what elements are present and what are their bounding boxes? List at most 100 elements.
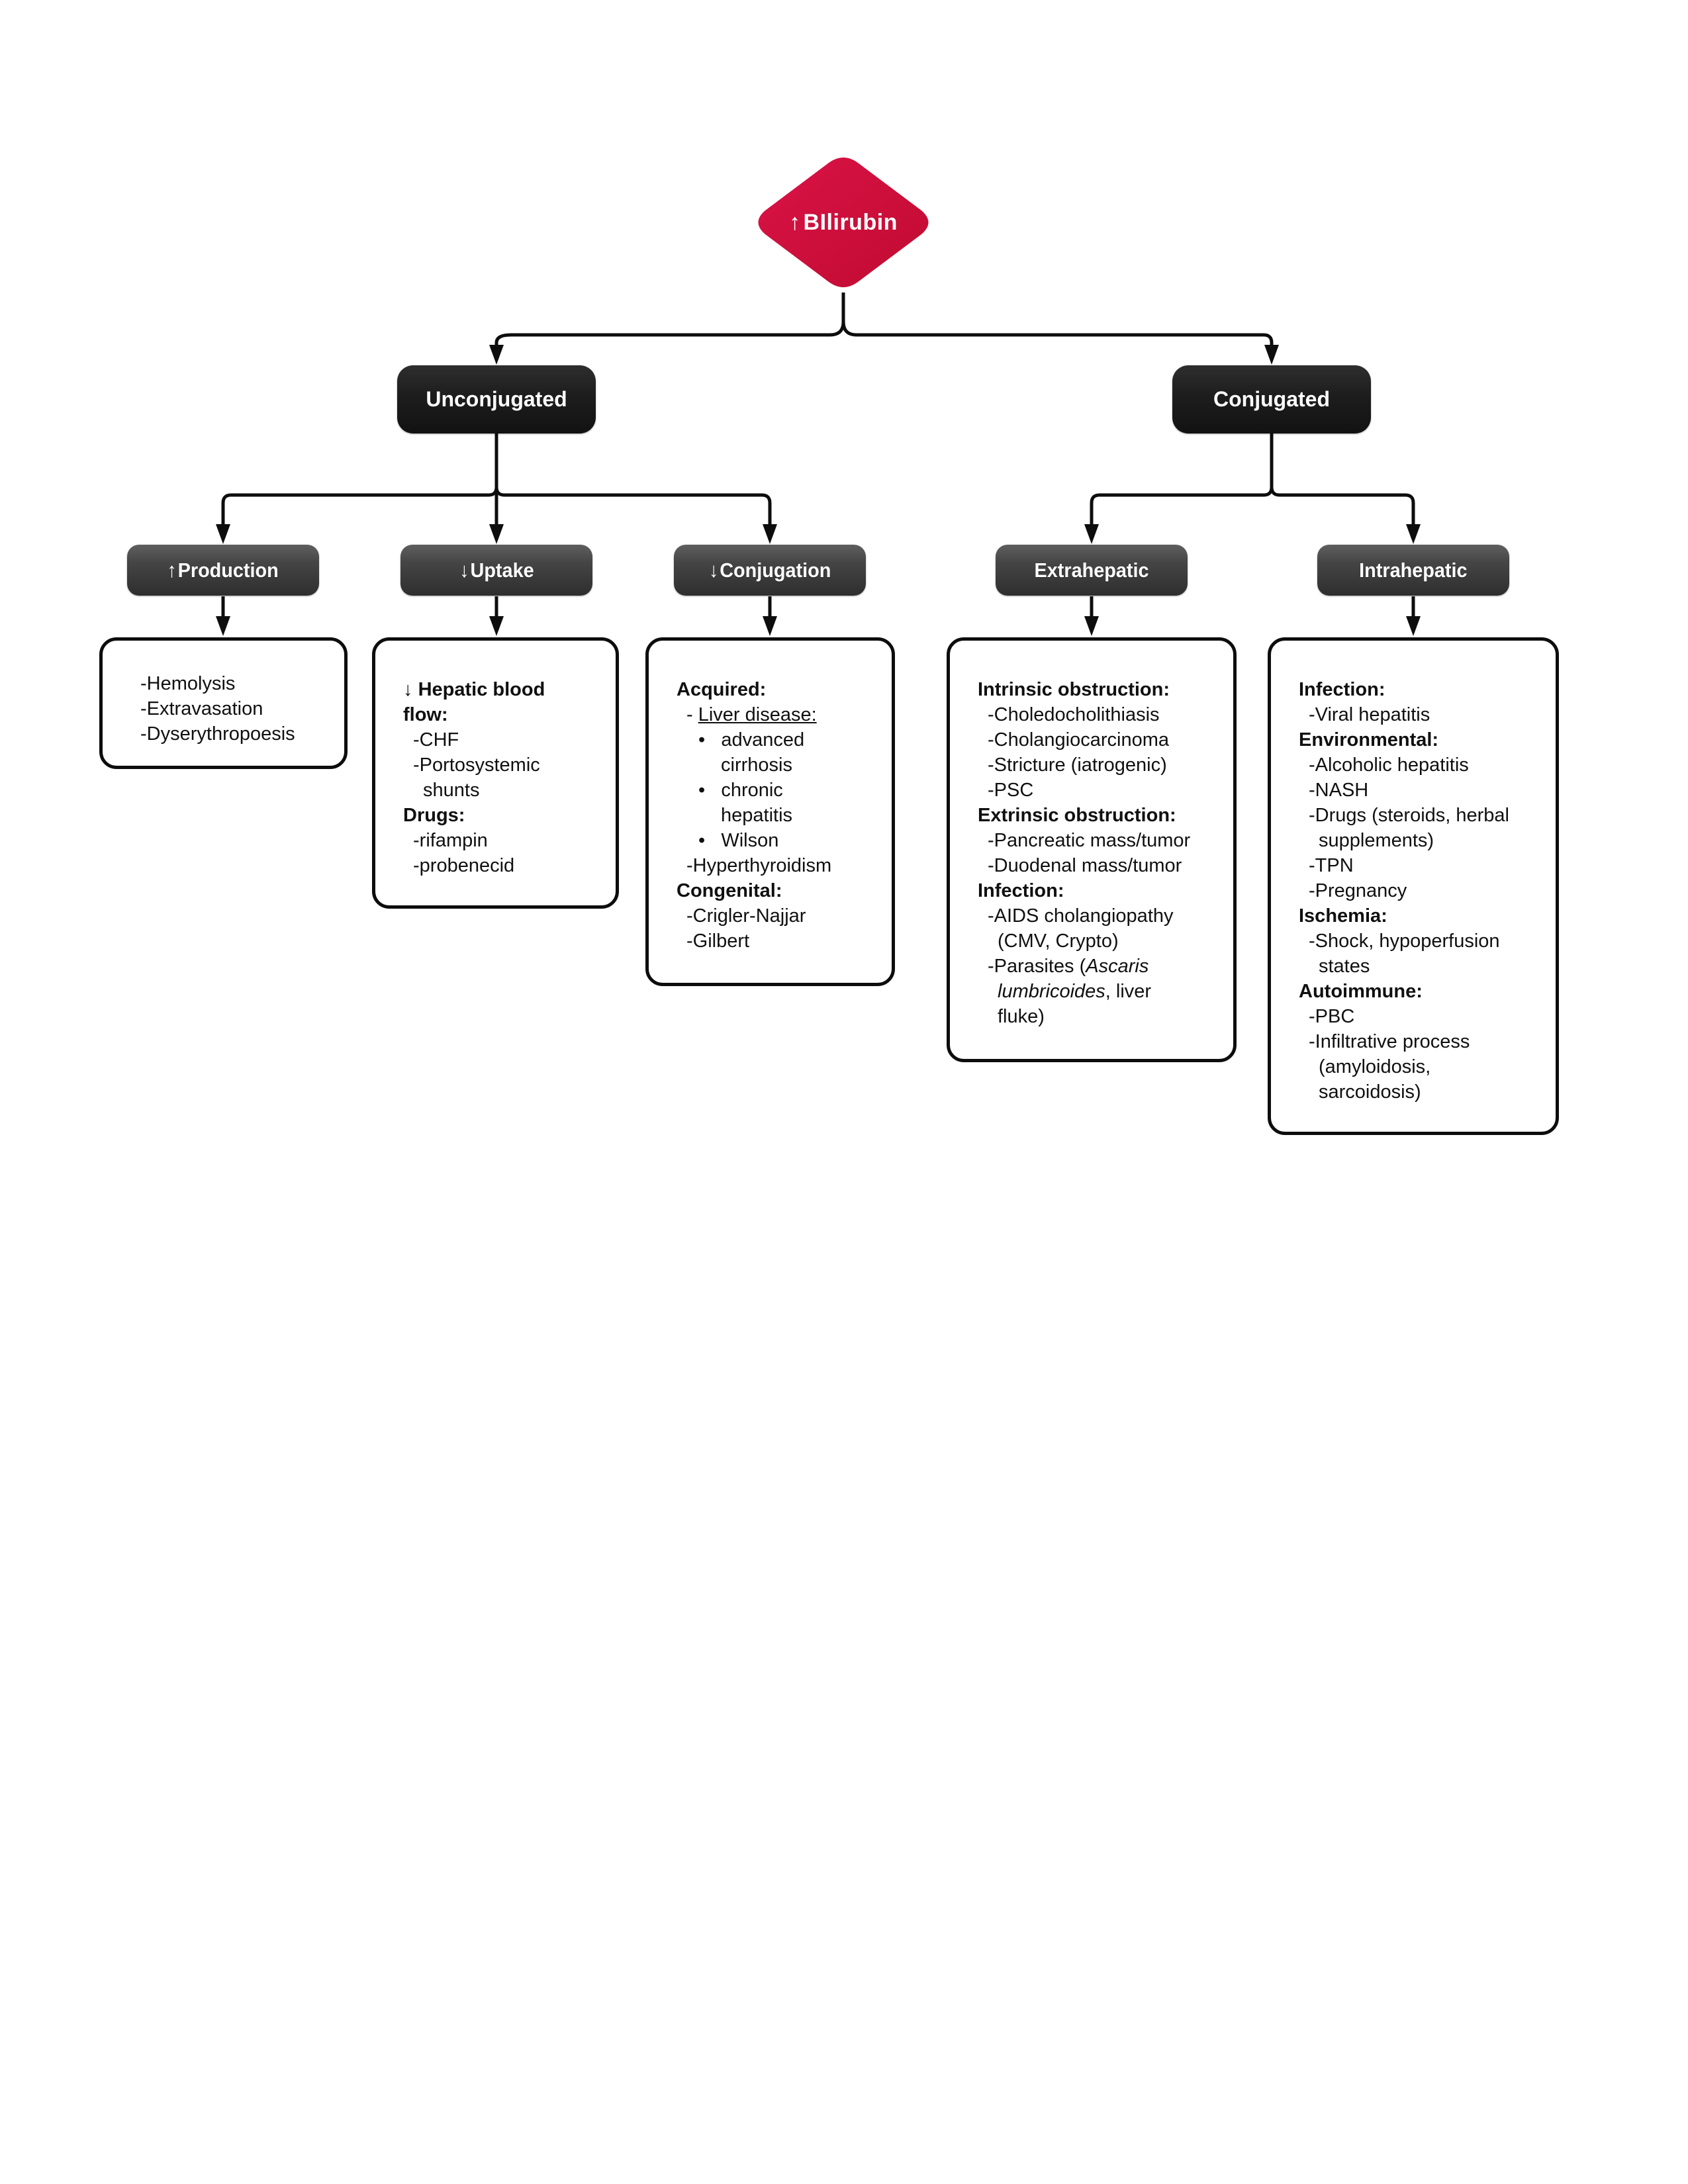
text-segment: -Dyserythropoesis [140, 723, 295, 745]
text-line: -Choledocholithiasis [978, 702, 1221, 727]
text-segment: -Drugs (steroids, herbal [1309, 805, 1509, 826]
text-line: Intrinsic obstruction: [978, 677, 1221, 702]
bilirubin-diamond-shape [758, 158, 929, 287]
text-segment: shunts [423, 780, 480, 801]
text-line: states [1299, 954, 1544, 979]
text-segment: Intrinsic obstruction: [978, 679, 1170, 700]
text-segment: -PBC [1309, 1006, 1355, 1027]
leaf-production-causes: -Hemolysis-Extravasation-Dyserythropoesi… [99, 637, 348, 769]
text-line: -Stricture (iatrogenic) [978, 752, 1221, 778]
text-line: - Liver disease: [677, 702, 880, 727]
leaf-extrahepatic-causes: Intrinsic obstruction: -Choledocholithias… [947, 637, 1237, 1062]
text-line: -Viral hepatitis [1299, 702, 1544, 727]
text-segment: • Wilson [698, 830, 779, 851]
text-segment: (CMV, Crypto) [998, 931, 1119, 952]
text-line: (amyloidosis, [1299, 1054, 1544, 1079]
text-segment: flow: [403, 704, 448, 725]
text-segment: -CHF [413, 729, 459, 751]
text-segment: -Shock, hypoperfusion [1309, 931, 1500, 952]
down-arrow-icon: ↓ [708, 558, 719, 582]
node-unconjugated: Unconjugated [397, 365, 596, 433]
text-segment: ↓ [403, 679, 418, 700]
text-line: -Drugs (steroids, herbal [1299, 803, 1544, 828]
text-segment: -TPN [1309, 855, 1354, 876]
text-line: hepatitis [677, 803, 880, 828]
text-line: Extrinsic obstruction: [978, 803, 1221, 828]
text-line: Acquired: [677, 677, 880, 702]
text-segment: lumbricoides [998, 981, 1105, 1002]
node-uptake: ↓Uptake [400, 545, 592, 596]
text-line: -NASH [1299, 778, 1544, 803]
text-segment: • chronic [698, 780, 783, 801]
text-line: -Hemolysis [130, 671, 332, 696]
text-segment: -Pancreatic mass/tumor [988, 830, 1191, 851]
node-unconjugated-label: Unconjugated [426, 387, 567, 411]
down-arrow-icon: ↓ [459, 558, 469, 582]
text-line: ↓ Hepatic blood [403, 677, 604, 702]
text-line: -AIDS cholangiopathy [978, 903, 1221, 929]
text-line: -PBC [1299, 1004, 1544, 1029]
text-line: shunts [403, 778, 604, 803]
root-node-label: BIlirubin [803, 209, 898, 235]
text-line: -Shock, hypoperfusion [1299, 929, 1544, 954]
text-segment: -Pregnancy [1309, 880, 1407, 901]
text-line: -Parasites (Ascaris [978, 954, 1221, 979]
text-segment: -Choledocholithiasis [988, 704, 1160, 725]
text-line: sarcoidosis) [1299, 1079, 1544, 1105]
node-conjugation-label: Conjugation [720, 558, 831, 582]
text-segment: -Hyperthyroidism [686, 855, 832, 876]
text-line: -CHF [403, 727, 604, 752]
text-segment: -PSC [988, 780, 1034, 801]
text-segment: -probenecid [413, 855, 515, 876]
text-line: • Wilson [677, 828, 880, 853]
text-line: -Duodenal mass/tumor [978, 853, 1221, 878]
text-segment: -AIDS cholangiopathy [988, 905, 1174, 927]
text-line: Environmental: [1299, 727, 1544, 752]
text-line: -PSC [978, 778, 1221, 803]
text-segment: hepatitis [721, 805, 793, 826]
text-segment: -rifampin [413, 830, 488, 851]
text-segment: -Infiltrative process [1309, 1031, 1470, 1052]
node-conjugation: ↓Conjugation [674, 545, 866, 596]
text-line: -Gilbert [677, 929, 880, 954]
node-intrahepatic-label: Intrahepatic [1359, 558, 1468, 582]
text-segment: - [686, 704, 698, 725]
text-segment: Ischemia: [1299, 905, 1387, 927]
text-line: Ischemia: [1299, 903, 1544, 929]
text-segment: Drugs: [403, 805, 465, 826]
text-segment: , liver [1105, 981, 1152, 1002]
node-uptake-label: Uptake [470, 558, 534, 582]
text-segment: Congenital: [677, 880, 782, 901]
text-line: Infection: [978, 878, 1221, 903]
text-segment: -NASH [1309, 780, 1369, 801]
text-line: -Pregnancy [1299, 878, 1544, 903]
text-line: -Crigler-Najjar [677, 903, 880, 929]
text-segment: -Alcoholic hepatitis [1309, 754, 1469, 776]
node-production-label: Production [178, 558, 279, 582]
text-line: supplements) [1299, 828, 1544, 853]
text-segment: Hepatic blood [418, 679, 545, 700]
text-segment: -Parasites ( [988, 956, 1086, 977]
text-segment: • advanced [698, 729, 805, 751]
text-segment: supplements) [1319, 830, 1434, 851]
node-intrahepatic: Intrahepatic [1317, 545, 1509, 596]
text-line: -probenecid [403, 853, 604, 878]
text-segment: Acquired: [677, 679, 767, 700]
node-extrahepatic: Extrahepatic [996, 545, 1188, 596]
text-line: -Infiltrative process [1299, 1029, 1544, 1054]
node-conjugated: Conjugated [1172, 365, 1371, 433]
text-segment: fluke) [998, 1006, 1045, 1027]
text-segment: -Cholangiocarcinoma [988, 729, 1170, 751]
text-line: -Alcoholic hepatitis [1299, 752, 1544, 778]
text-segment: -Gilbert [686, 931, 750, 952]
text-segment: Environmental: [1299, 729, 1439, 751]
text-line: -TPN [1299, 853, 1544, 878]
text-segment: Ascaris [1086, 956, 1149, 977]
node-conjugated-label: Conjugated [1213, 387, 1330, 411]
text-segment: -Duodenal mass/tumor [988, 855, 1182, 876]
text-segment: sarcoidosis) [1319, 1081, 1421, 1103]
